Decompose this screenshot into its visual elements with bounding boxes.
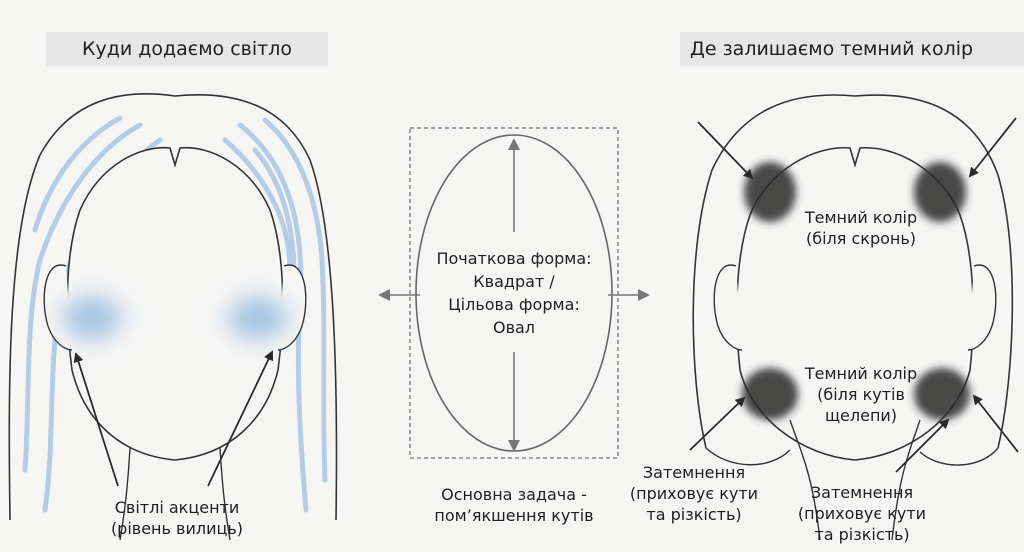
label-line: Затемнення [642,463,746,482]
label-line: (біля кутів [817,385,905,404]
right-face-illustration [689,94,1019,541]
label-line: щелепи) [824,406,898,425]
temple-shadow-left [744,162,796,222]
cheekbone-highlight-label: Світлі акценти (рівень вилиць) [92,497,262,539]
right-panel-header: Де залишаємо темний колір [680,32,1024,66]
label-line: Затемнення [810,483,914,502]
jaw-dark-label: Темний колір (біля кутів щелепи) [786,363,936,426]
left-face-illustration [8,93,338,541]
label-line: пом’якшення кутів [434,506,594,525]
cheekbone-highlight-right [228,296,288,340]
left-panel-header: Куди додаємо світло [46,32,328,66]
center-shape-diagram [378,127,650,459]
label-line: Овал [492,318,536,337]
label-line: Основна задача - [441,485,587,504]
label-line: Квадрат / [473,272,555,291]
temples-dark-label: Темний колір (біля скронь) [786,207,936,249]
label-line: (приховує кути [629,484,759,503]
label-line: Темний колір [804,364,918,383]
cheekbone-highlight-left [62,296,122,340]
label-line: Цільова форма: [448,295,580,314]
jaw-shadow-right [914,368,970,420]
shape-label: Початкова форма: Квадрат / Цільова форма… [414,247,614,339]
shading-label-right: Затемнення (приховує кути та різкість) [782,482,942,545]
label-line: (біля скронь) [805,229,917,248]
label-line: та різкість) [814,525,910,544]
temple-shadow-right [914,162,966,222]
label-line: Світлі акценти [114,498,240,517]
shading-label-left: Затемнення (приховує кути та різкість) [614,462,774,525]
label-line: Початкова форма: [436,249,592,268]
square-guide [409,127,619,459]
label-line: та різкість) [646,505,742,524]
center-caption: Основна задача - пом’якшення кутів [414,484,614,526]
jaw-shadow-left [742,368,798,420]
label-line: Темний колір [804,208,918,227]
label-line: (рівень вилиць) [110,519,244,538]
label-line: (приховує кути [797,504,927,523]
